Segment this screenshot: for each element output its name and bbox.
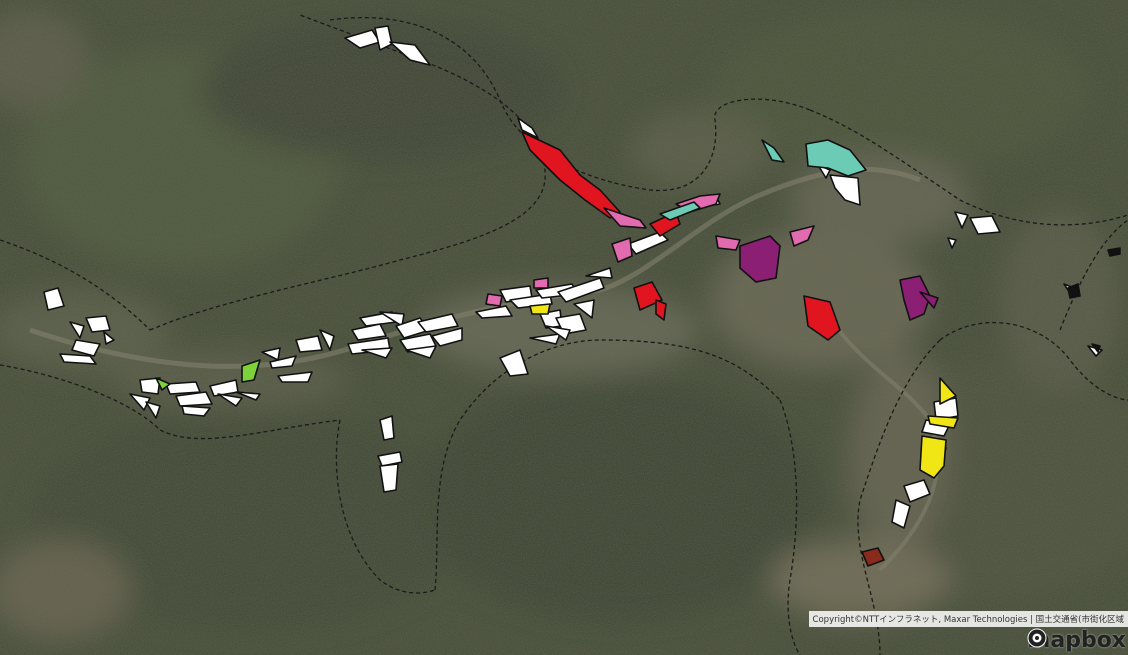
map-attribution[interactable]: Copyright©NTTインフラネット, Maxar Technologies… (808, 611, 1128, 627)
teal-parcels (659, 139, 867, 221)
purple-parcels (739, 235, 939, 321)
yellow-parcels (529, 303, 959, 479)
mapbox-logo[interactable]: mapbox (1027, 628, 1126, 653)
mapbox-logo-icon (1027, 628, 1047, 648)
red-parcels (521, 131, 841, 341)
brown-parcels (861, 547, 885, 567)
green-parcels (155, 359, 261, 391)
black-parcels (1067, 247, 1121, 353)
boundary-lines (0, 14, 1128, 655)
parcel-overlays (43, 25, 1121, 567)
